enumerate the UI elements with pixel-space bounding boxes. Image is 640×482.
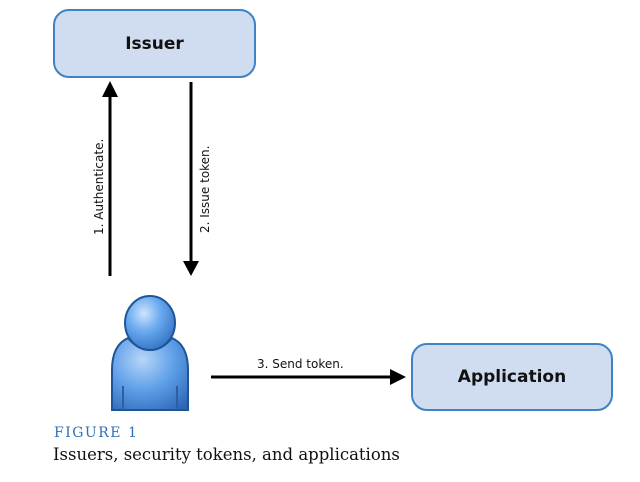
- issuer-label: Issuer: [125, 33, 184, 54]
- issue-token-label: 2. Issue token.: [198, 146, 212, 233]
- issuer-node: Issuer: [53, 9, 256, 78]
- authenticate-arrow: [102, 81, 118, 276]
- application-node: Application: [411, 343, 613, 411]
- issue-token-arrow: [183, 82, 199, 276]
- send-token-label: 3. Send token.: [257, 357, 344, 371]
- figure-caption: Issuers, security tokens, and applicatio…: [53, 445, 400, 464]
- authenticate-label: 1. Authenticate.: [92, 139, 106, 235]
- send-token-arrow: [211, 369, 406, 385]
- user-icon: [111, 295, 189, 411]
- figure-label: FIGURE 1: [54, 425, 139, 441]
- application-label: Application: [457, 367, 567, 387]
